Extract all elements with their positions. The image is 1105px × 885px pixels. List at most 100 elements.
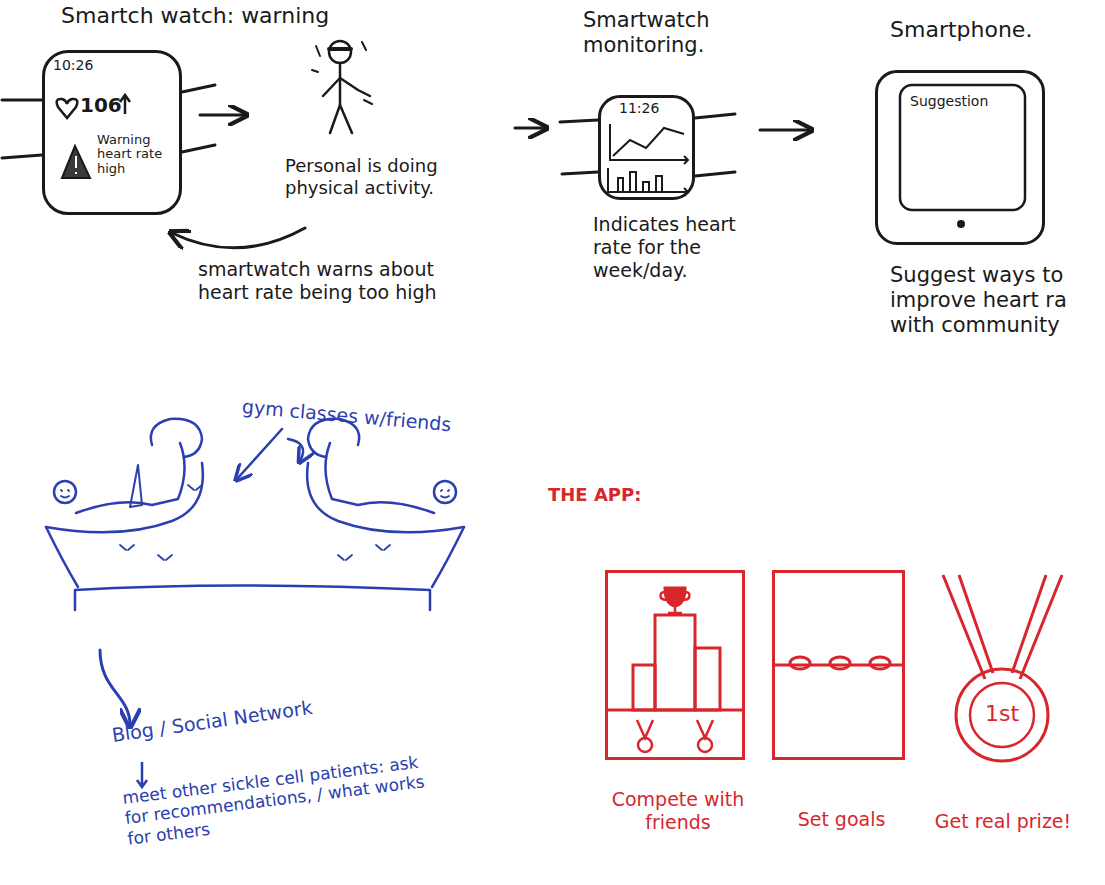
strain-marks [338, 545, 390, 560]
bar-chart [608, 168, 688, 196]
time-readout: 10:26 [53, 57, 113, 74]
medal-ribbon [697, 720, 713, 738]
strap-line [182, 145, 215, 152]
panel-caption: Set goals [770, 808, 913, 831]
chart-line [613, 128, 684, 156]
strap-line [562, 172, 598, 174]
phone-screen [900, 85, 1025, 210]
under-arm [307, 463, 464, 532]
figure-head [329, 41, 351, 63]
gym-illustration [46, 419, 464, 610]
gym-group: gym classes w/friends [30, 395, 470, 615]
stick-figure [312, 41, 372, 133]
figure-body [339, 63, 342, 105]
panel-caption: Get real prize! [923, 810, 1083, 833]
node-heading: Blog / Social Network [110, 689, 361, 746]
strain-marks [120, 485, 202, 560]
chart-axes [610, 124, 688, 164]
line-chart [610, 124, 688, 164]
heart-icon [57, 99, 78, 118]
pointer-arrow [288, 439, 303, 461]
strap-line [2, 155, 42, 158]
node-heading: Smartphone. [890, 17, 1050, 43]
podium-third [695, 648, 720, 710]
app-panel: Set goals [772, 570, 905, 760]
edge-label: smartwatch warns about heart rate being … [198, 258, 480, 304]
small-medal [638, 738, 652, 752]
figure-head [54, 481, 76, 503]
podium-first [655, 615, 695, 710]
panel-caption: Compete with friends [598, 788, 758, 834]
medal-shape: 1stGet real prize! [935, 575, 1070, 765]
trophy-details [661, 592, 690, 613]
figure-legs [330, 105, 352, 133]
heart-rate-value: 106 [80, 93, 130, 117]
warning-triangle [62, 146, 90, 178]
flexing-figure [46, 419, 203, 587]
flexing-figure [307, 419, 464, 587]
node-heading: Smartch watch: warning [61, 3, 331, 29]
strap-line [695, 172, 735, 176]
figure-face [441, 490, 449, 498]
chart-axes [608, 168, 688, 196]
node-body: meet other sickle cell patients: ask for… [121, 749, 446, 849]
strap-line [2, 99, 42, 102]
smartwatch-box: Smartwatch monitoring.11:26Indicates hea… [598, 95, 695, 200]
watch-straps [560, 114, 735, 176]
podium-second [633, 665, 655, 710]
figure-head [434, 481, 456, 503]
flow-arrow [200, 114, 245, 117]
warning-text: Warning heart rate high [97, 133, 179, 176]
upper-arm [325, 443, 434, 513]
screen-text: Suggestion [910, 93, 1010, 110]
medal-ribbon [943, 575, 1062, 679]
flow-arrow [515, 127, 545, 130]
medal-ribbon [637, 720, 653, 738]
app-panel: Compete with friends [605, 570, 745, 760]
strap-line [182, 85, 215, 92]
chart-bars [618, 172, 662, 192]
pointer-arrow [237, 429, 282, 479]
flow-arrow [100, 650, 130, 725]
podium-drawing [605, 588, 745, 752]
flow-arrow [172, 228, 305, 248]
table-line [75, 586, 430, 611]
node-caption: Suggest ways to improve heart ra with co… [890, 263, 1105, 339]
social-network-note: Blog / Social Networkmeet other sickle c… [120, 760, 450, 885]
node-caption: Indicates heart rate for the week/day. [593, 213, 765, 281]
warning-mark [75, 156, 77, 174]
phone-button [957, 220, 965, 228]
goals-drawing [772, 657, 905, 669]
strap-line [695, 114, 735, 118]
goal-dot [790, 657, 810, 669]
upper-arm [76, 443, 185, 513]
medal-text: 1st [972, 701, 1032, 727]
down-arrow [137, 762, 147, 787]
time-readout: 11:26 [619, 100, 679, 117]
muscle-mark [130, 465, 142, 507]
fist [151, 419, 202, 457]
figure-band [329, 47, 351, 51]
node-heading: Smartwatch monitoring. [583, 8, 728, 58]
torso [432, 527, 464, 587]
activity-figure: Personal is doing physical activity. [285, 20, 480, 220]
flow-arrow [760, 129, 810, 132]
figure-caption: Personal is doing physical activity. [285, 155, 480, 198]
goal-dot [870, 657, 890, 669]
gym-note: gym classes w/friends [241, 395, 462, 437]
smartphone-box: Smartphone.SuggestionSuggest ways to imp… [875, 70, 1045, 245]
strap-line [560, 120, 598, 122]
trophy-cup [665, 588, 685, 606]
figure-arms [323, 78, 370, 96]
section-label: THE APP: [548, 484, 668, 506]
medal-outline [935, 575, 1070, 765]
smartwatch-box: Smartch watch: warning10:26106Warning he… [42, 50, 182, 215]
medal-rim [956, 669, 1048, 761]
torso [46, 527, 78, 587]
under-arm [46, 463, 203, 532]
goal-dot [830, 657, 850, 669]
small-medal [698, 738, 712, 752]
